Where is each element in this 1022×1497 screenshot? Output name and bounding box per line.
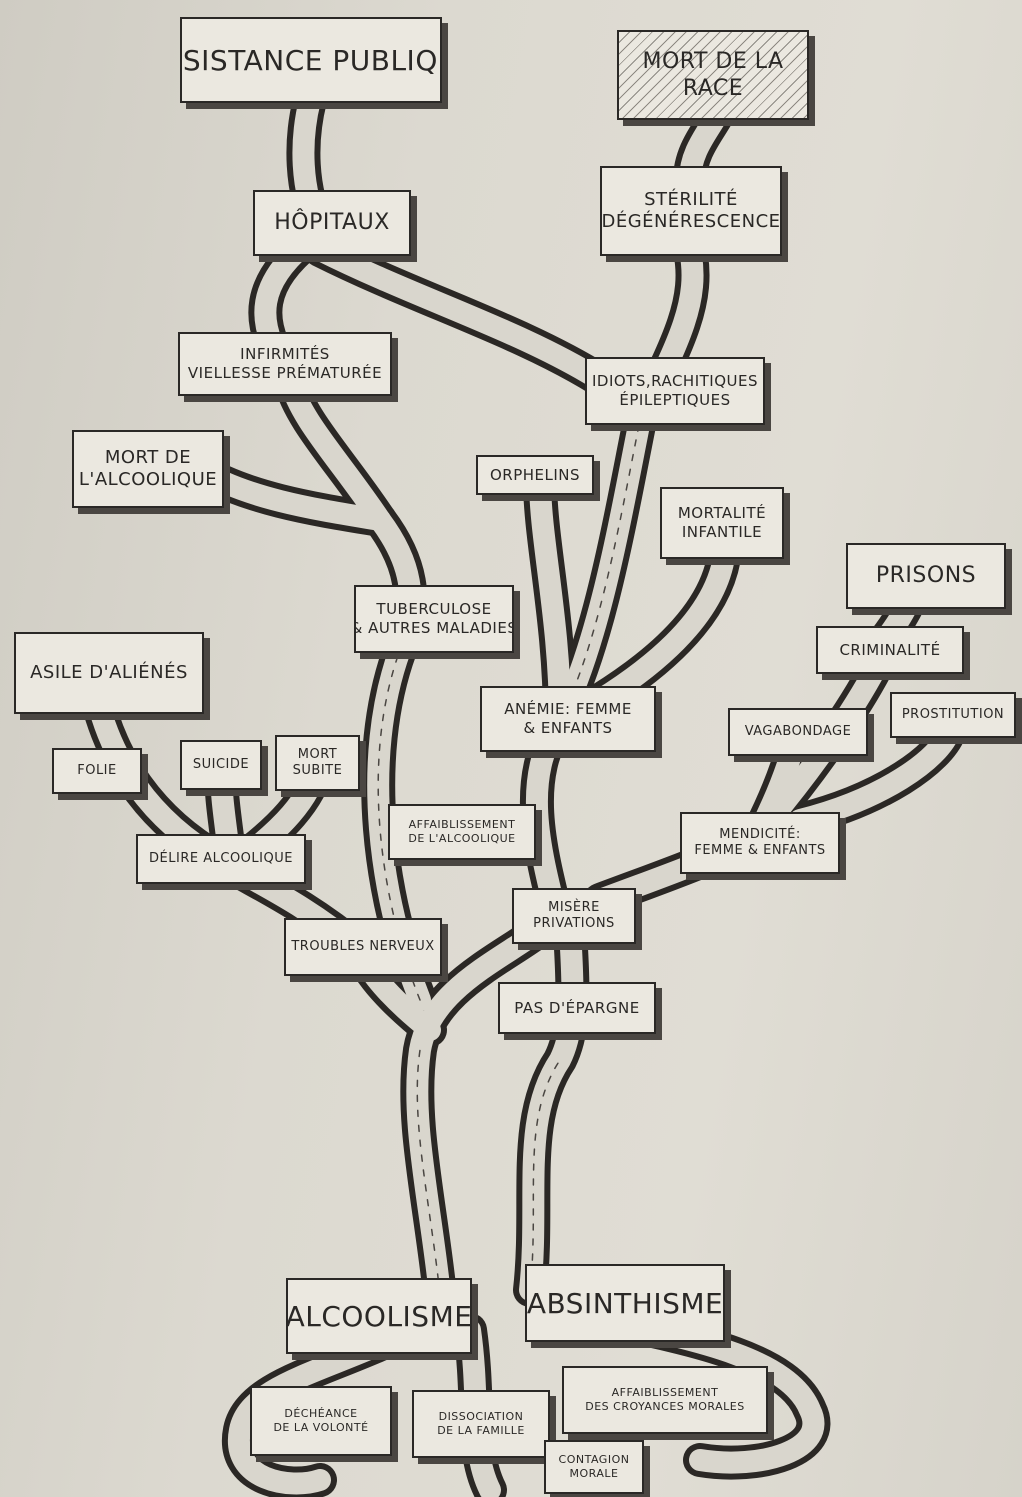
node-sterilite: STÉRILITÉ DÉGÉNÉRESCENCE xyxy=(600,166,782,256)
node-pas-d-epargne: PAS D'ÉPARGNE xyxy=(498,982,656,1034)
node-affaiblissement-croyances: AFFAIBLISSEMENT DES CROYANCES MORALES xyxy=(562,1366,768,1434)
node-asile-d-alienes: ASILE D'ALIÉNÉS xyxy=(14,632,204,714)
node-decheance-volonte: DÉCHÉANCE DE LA VOLONTÉ xyxy=(250,1386,392,1456)
node-tuberculose: TUBERCULOSE & AUTRES MALADIES xyxy=(354,585,514,653)
node-troubles-nerveux: TROUBLES NERVEUX xyxy=(284,918,442,976)
node-assistance-publique: ASSISTANCE PUBLIQUE xyxy=(180,17,442,103)
node-mort-de-l-alcoolique: MORT DE L'ALCOOLIQUE xyxy=(72,430,224,508)
node-hopitaux: HÔPITAUX xyxy=(253,190,411,256)
node-idiots-rachitiques: IDIOTS,RACHITIQUES ÉPILEPTIQUES xyxy=(585,357,765,425)
node-mortalite-infantile: MORTALITÉ INFANTILE xyxy=(660,487,784,559)
node-mendicite: MENDICITÉ: FEMME & ENFANTS xyxy=(680,812,840,874)
node-prostitution: PROSTITUTION xyxy=(890,692,1016,738)
node-delire-alcoolique: DÉLIRE ALCOOLIQUE xyxy=(136,834,306,884)
node-anemie: ANÉMIE: FEMME & ENFANTS xyxy=(480,686,656,752)
node-affaiblissement-alcoolique: AFFAIBLISSEMENT DE L'ALCOOLIQUE xyxy=(388,804,536,860)
node-suicide: SUICIDE xyxy=(180,740,262,790)
node-dissociation-famille: DISSOCIATION DE LA FAMILLE xyxy=(412,1390,550,1458)
node-folie: FOLIE xyxy=(52,748,142,794)
node-misere-privations: MISÈRE PRIVATIONS xyxy=(512,888,636,944)
node-prisons: PRISONS xyxy=(846,543,1006,609)
node-alcoolisme: ALCOOLISME xyxy=(286,1278,472,1354)
node-mort-de-la-race: MORT DE LA RACE xyxy=(617,30,809,120)
node-absinthisme: ABSINTHISME xyxy=(525,1264,725,1342)
node-contagion-morale: CONTAGION MORALE xyxy=(544,1440,644,1494)
node-infirmites: INFIRMITÉS VIELLESSE PRÉMATURÉE xyxy=(178,332,392,396)
node-orphelins: ORPHELINS xyxy=(476,455,594,495)
node-criminalite: CRIMINALITÉ xyxy=(816,626,964,674)
node-mort-subite: MORT SUBITE xyxy=(275,735,360,791)
node-vagabondage: VAGABONDAGE xyxy=(728,708,868,756)
